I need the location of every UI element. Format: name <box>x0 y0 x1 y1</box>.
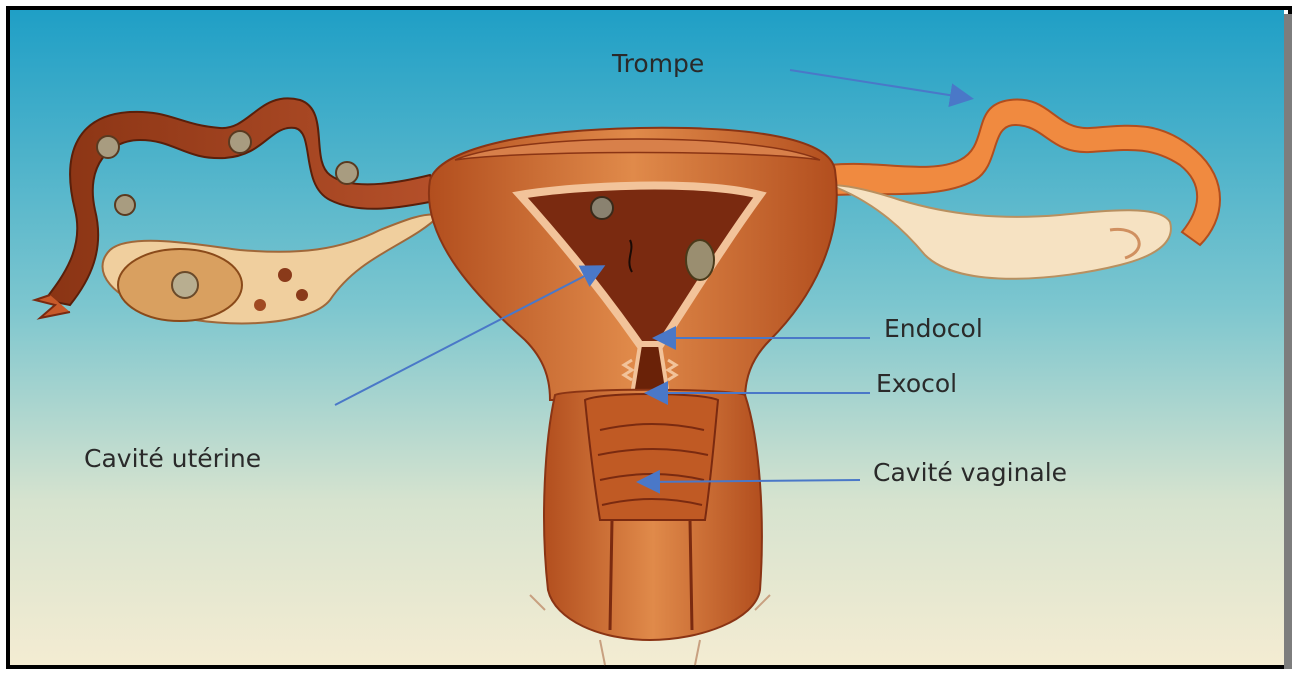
label-endocol: Endocol <box>884 314 983 343</box>
label-cavite-vaginale: Cavité vaginale <box>873 458 1067 487</box>
label-trompe: Trompe <box>611 49 704 78</box>
label-exocol: Exocol <box>876 369 957 398</box>
label-cavite-uterine: Cavité utérine <box>84 444 261 473</box>
